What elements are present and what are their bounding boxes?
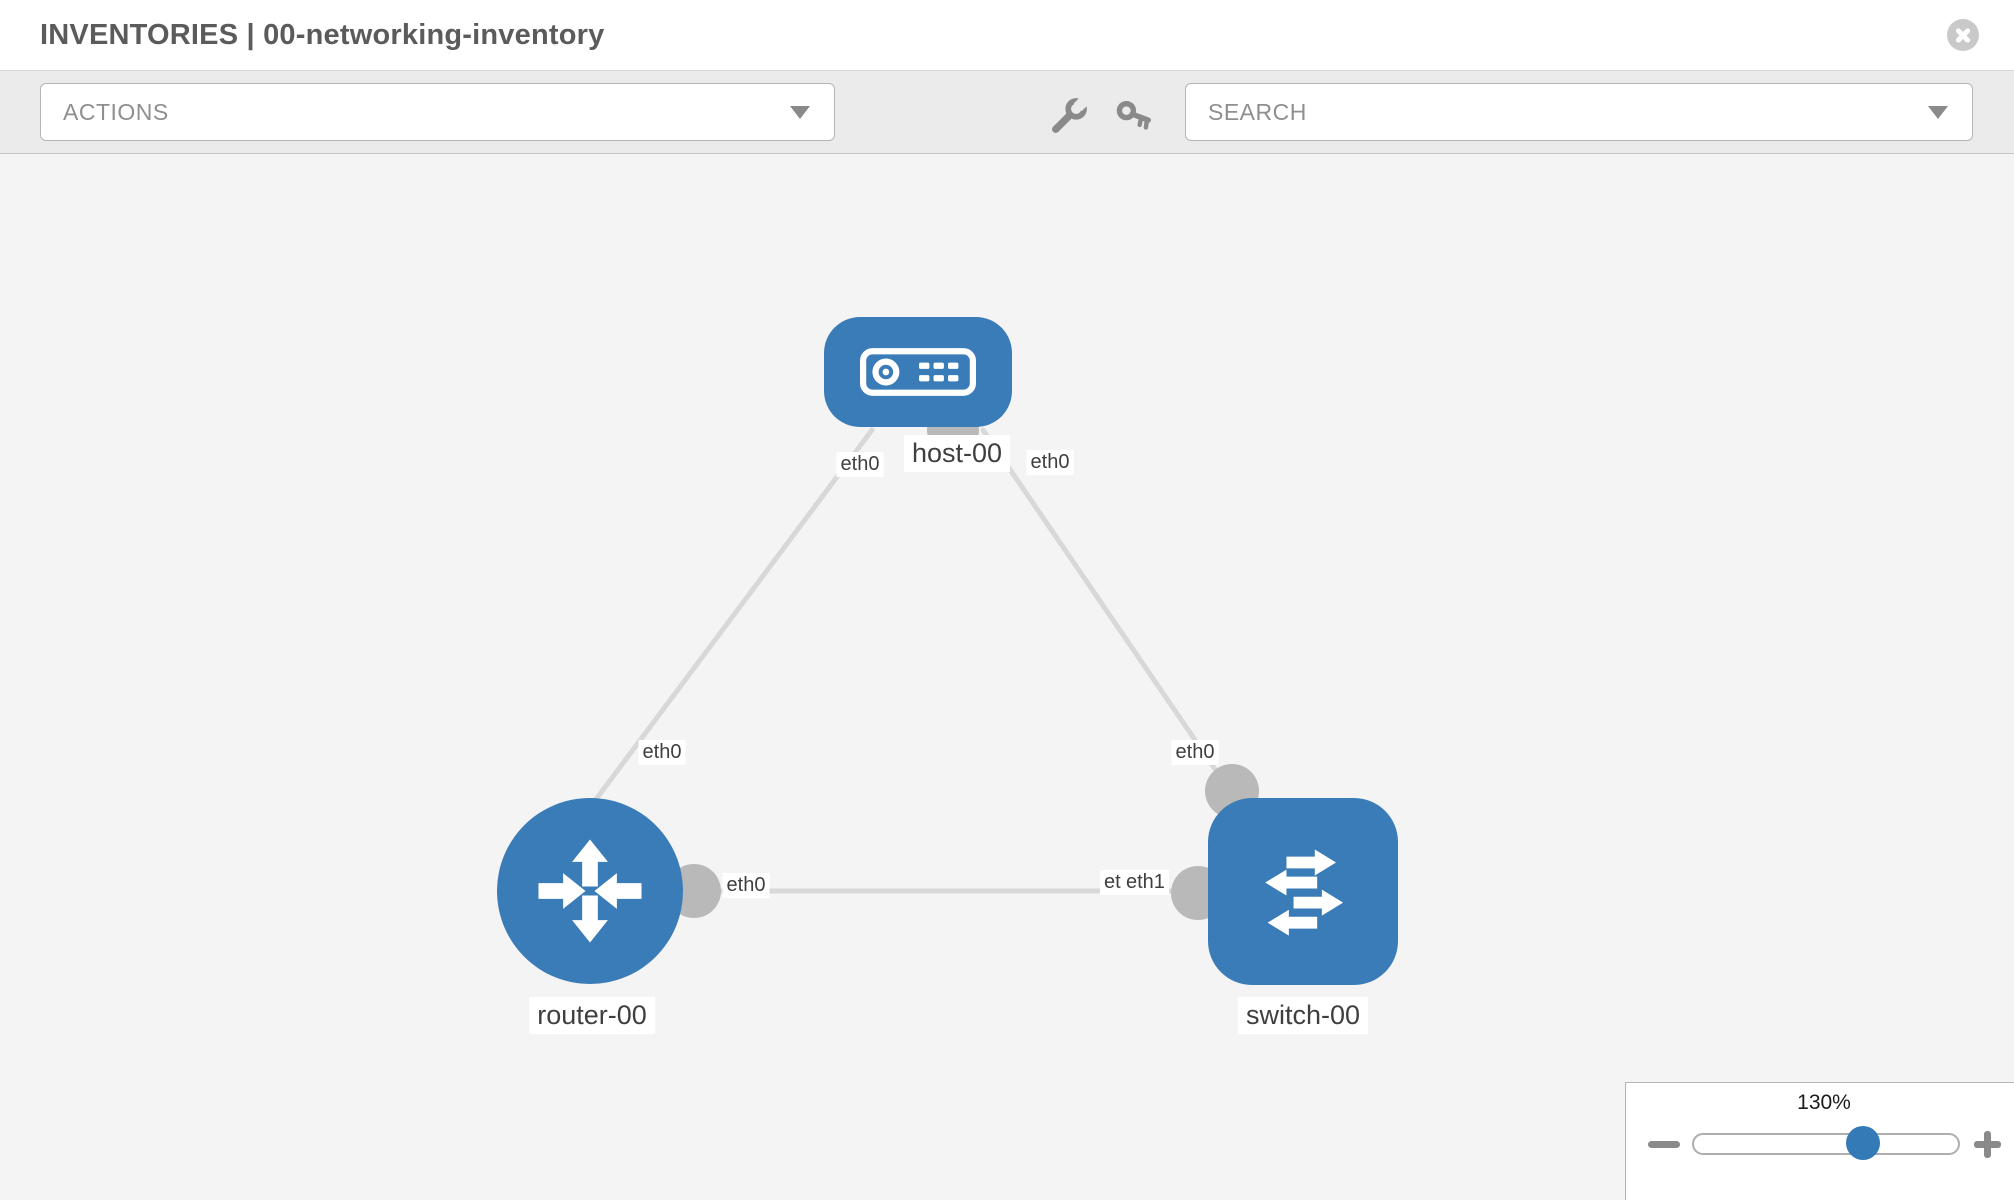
search-label: SEARCH <box>1208 98 1307 125</box>
page-title: INVENTORIES | 00-networking-inventory <box>40 19 605 51</box>
edge-line-host-switch[interactable] <box>980 427 1235 797</box>
chevron-down-icon <box>1928 105 1948 119</box>
interface-label: eth0 <box>836 452 884 477</box>
node-label-router-00: router-00 <box>529 997 655 1034</box>
zoom-panel: 130% <box>1625 1082 2014 1200</box>
zoom-slider-knob[interactable] <box>1846 1126 1880 1160</box>
close-icon[interactable] <box>1947 19 1979 51</box>
topology-edges <box>582 404 1259 920</box>
switch-icon <box>1265 849 1344 936</box>
interface-label: eth0 <box>722 873 770 898</box>
header: INVENTORIES | 00-networking-inventory <box>0 0 2014 70</box>
interface-label: eth0 <box>638 740 686 765</box>
router-icon <box>538 839 642 943</box>
interface-label: eth0 <box>1026 450 1074 475</box>
wrench-icon[interactable] <box>1050 97 1088 135</box>
interface-label: eth1 <box>1122 870 1169 895</box>
actions-dropdown[interactable]: ACTIONS <box>40 83 835 141</box>
key-icon[interactable] <box>1115 97 1153 135</box>
search-dropdown[interactable]: SEARCH <box>1185 83 1973 141</box>
node-router-00[interactable] <box>497 798 683 984</box>
chevron-down-icon <box>790 105 810 119</box>
zoom-slider[interactable] <box>1692 1126 1960 1160</box>
host-icon <box>860 348 976 396</box>
plus-v-stroke <box>1984 1131 1991 1158</box>
minus-icon[interactable] <box>1648 1141 1680 1148</box>
node-label-host-00: host-00 <box>903 435 1011 472</box>
zoom-level: 130% <box>1797 1091 1851 1114</box>
actions-label: ACTIONS <box>63 98 169 125</box>
node-label-switch-00: switch-00 <box>1237 997 1369 1034</box>
edge-line-host-router[interactable] <box>582 427 875 817</box>
node-host-00[interactable] <box>824 317 1012 427</box>
toolbar: ACTIONS SEARCH <box>0 70 2014 154</box>
plus-icon[interactable] <box>1974 1131 2001 1158</box>
topology-canvas[interactable]: host-00 router-00 switch-00 eth0 eth0 et… <box>0 154 2014 1200</box>
node-switch-00[interactable] <box>1208 798 1398 985</box>
interface-label: eth0 <box>1171 740 1219 765</box>
